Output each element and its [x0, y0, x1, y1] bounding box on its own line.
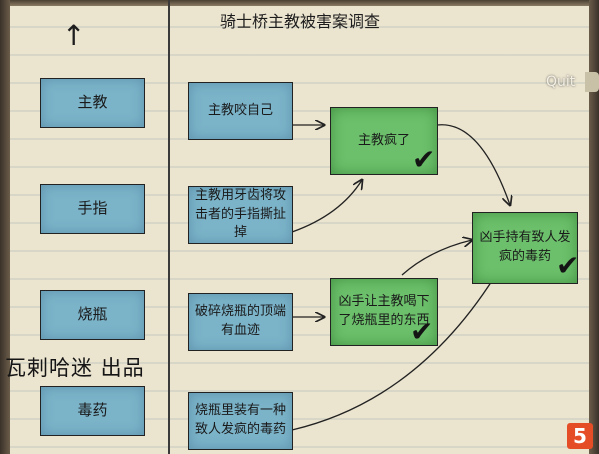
clue-card[interactable]: 主教用牙齿将攻击者的手指撕扯掉 [188, 186, 293, 244]
frame-top [0, 0, 599, 6]
notebook-divider [168, 0, 170, 454]
clue-label: 破碎烧瓶的顶端有血迹 [194, 304, 286, 338]
category-label: 毒药 [77, 401, 108, 420]
category-card-flask[interactable]: 烧瓶 [40, 290, 145, 340]
connector-line [291, 268, 500, 431]
connector-line [401, 240, 472, 276]
category-label: 主教 [77, 93, 108, 112]
deduction-label: 凶手持有致人发疯的毒药 [479, 230, 571, 264]
category-label: 烧瓶 [77, 305, 108, 324]
clue-label: 主教咬自己 [207, 102, 273, 118]
clue-card[interactable]: 烧瓶里装有一种致人发疯的毒药 [188, 392, 293, 450]
deduction-card[interactable]: 凶手让主教喝下了烧瓶里的东西 [330, 278, 438, 346]
clue-label: 主教用牙齿将攻击者的手指撕扯掉 [194, 187, 286, 241]
watermark-text: 瓦剌哈迷 出品 [5, 356, 145, 380]
deduction-label: 凶手让主教喝下了烧瓶里的东西 [338, 294, 430, 328]
category-label: 手指 [77, 199, 108, 218]
check-icon: ✔ [556, 249, 580, 282]
quit-button[interactable]: Quit [546, 74, 576, 90]
deduction-card[interactable]: 凶手持有致人发疯的毒药 [472, 212, 578, 284]
up-arrow-icon[interactable]: ↑ [62, 19, 86, 52]
check-icon: ✔ [412, 143, 436, 176]
check-icon: ✔ [410, 315, 434, 348]
connector-line [436, 124, 510, 205]
site-logo-icon: 5 [567, 423, 593, 449]
frame-right [589, 0, 599, 454]
category-card-poison[interactable]: 毒药 [40, 386, 145, 436]
deduction-label: 主教疯了 [357, 132, 410, 148]
page-title: 骑士桥主教被害案调查 [219, 12, 380, 31]
category-card-finger[interactable]: 手指 [40, 184, 145, 234]
deduction-card[interactable]: 主教疯了 [330, 107, 438, 175]
frame-left [0, 0, 10, 454]
clue-card[interactable]: 破碎烧瓶的顶端有血迹 [188, 293, 293, 351]
connector-line [291, 180, 362, 233]
clue-card[interactable]: 主教咬自己 [188, 82, 293, 140]
clue-label: 烧瓶里装有一种致人发疯的毒药 [194, 403, 286, 437]
category-card-bishop[interactable]: 主教 [40, 78, 145, 128]
quit-tab-icon[interactable] [585, 72, 599, 92]
